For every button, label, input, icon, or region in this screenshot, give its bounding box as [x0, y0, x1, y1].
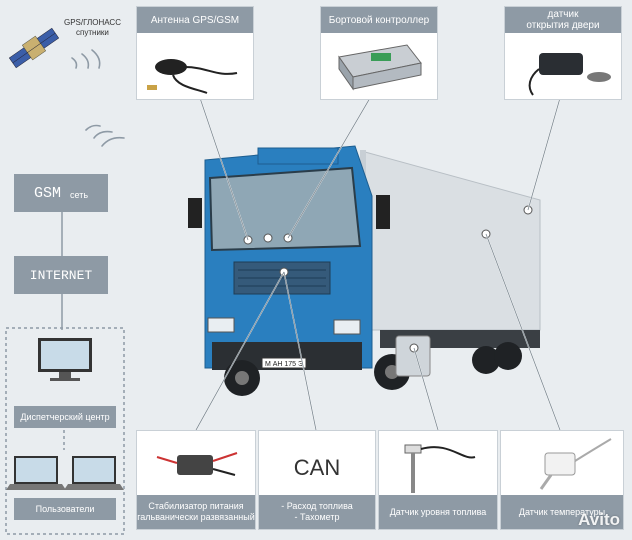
temp-sensor-icon: [539, 438, 612, 490]
signal-waves-icon: [71, 49, 125, 147]
gsm-sub-label: сеть: [70, 190, 89, 200]
stabilizer-title-line1: Стабилизатор питания: [148, 501, 244, 511]
stabilizer-icon: [156, 452, 238, 476]
internet-label: INTERNET: [29, 267, 93, 283]
controller-icon: [338, 44, 422, 91]
gsm-label: GSM: [33, 184, 61, 202]
gsm-network-box: GSM сеть: [14, 174, 108, 212]
antenna-panel-header: Антенна GPS/GSM: [137, 7, 253, 33]
antenna-title: Антенна GPS/GSM: [150, 14, 240, 26]
satellite-label: GPS/ГЛОНАСС спутники: [64, 18, 121, 38]
license-plate: М АН 175 Э: [265, 361, 303, 368]
door-sensor-icon: [528, 53, 611, 96]
controller-panel: Бортовой контроллер: [320, 6, 438, 100]
network-connectors: [5, 212, 125, 535]
watermark-logo: Avito: [578, 510, 620, 529]
temp-sensor-panel: Датчик температуры: [500, 430, 624, 530]
fuel-sensor-title: Датчик уровня топлива: [389, 506, 487, 517]
can-panel: CAN - Расход топлива- Тахометр: [258, 430, 376, 530]
internet-box: INTERNET: [14, 256, 108, 294]
fuel-sensor-icon: [404, 444, 476, 493]
dispatch-center-text: Диспетчерский центр: [20, 412, 110, 422]
can-item-tachometer: - Тахометр: [294, 512, 340, 522]
antenna-icon: [147, 59, 238, 94]
temp-sensor-title: Датчик температуры: [518, 506, 606, 517]
door-sensor-title-line2: открытия двери: [526, 20, 600, 31]
controller-panel-header: Бортовой контроллер: [321, 7, 437, 33]
satellite-label-line2: спутники: [76, 28, 109, 37]
temp-sensor-panel-footer: Датчик температуры: [501, 495, 623, 529]
can-item-fuel: - Расход топлива: [281, 501, 353, 511]
can-title: CAN: [293, 455, 341, 480]
controller-title: Бортовой контроллер: [328, 14, 430, 26]
can-panel-footer: - Расход топлива- Тахометр: [259, 495, 375, 529]
users-label: Пользователи: [14, 498, 116, 520]
dispatch-center-label: Диспетчерский центр: [14, 406, 116, 428]
fuel-sensor-panel-footer: Датчик уровня топлива: [379, 495, 497, 529]
users-text: Пользователи: [35, 504, 95, 514]
satellite-icon: [8, 27, 60, 69]
fuel-sensor-panel: Датчик уровня топлива: [378, 430, 498, 530]
satellite-label-line1: GPS/ГЛОНАСС: [64, 18, 121, 27]
door-sensor-title-line1: датчик: [547, 9, 579, 20]
truck-illustration: М АН 175 Э: [188, 145, 541, 396]
antenna-panel: Антенна GPS/GSM: [136, 6, 254, 100]
stabilizer-title-line2: гальванически развязанный: [137, 512, 255, 522]
